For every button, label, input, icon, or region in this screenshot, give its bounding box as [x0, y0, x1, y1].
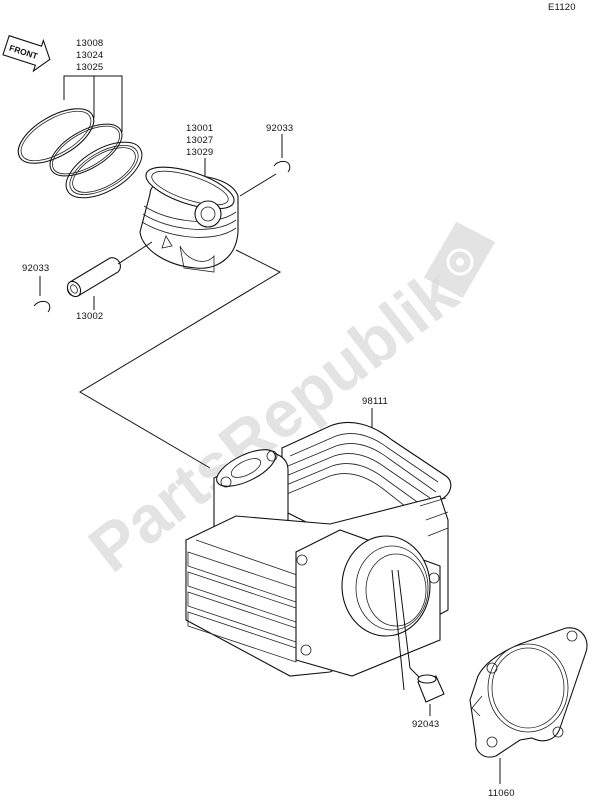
part-number-13025: 13025 [76, 62, 103, 73]
watermark-gear-icon [423, 221, 496, 298]
part-number-13029: 13029 [186, 147, 213, 158]
part-number-92033-right: 92033 [266, 123, 293, 134]
piston [139, 166, 239, 273]
front-arrow-icon: FRONT [2, 34, 51, 73]
part-number-92033-left: 92033 [22, 263, 49, 274]
part-number-92043: 92043 [412, 719, 439, 730]
part-number-13002: 13002 [76, 311, 103, 322]
part-number-11060: 11060 [488, 788, 515, 799]
circlip-right [273, 160, 291, 173]
part-number-13024: 13024 [76, 50, 103, 61]
piston-pin [66, 257, 121, 298]
circlip-left [33, 300, 51, 313]
part-number-13027: 13027 [186, 135, 213, 146]
dowel-pin [417, 674, 445, 703]
part-number-13001: 13001 [186, 123, 213, 134]
part-number-13008: 13008 [76, 38, 103, 49]
cylinder-gasket [469, 627, 588, 758]
diagram-code: E1120 [548, 2, 576, 13]
part-number-98111: 98111 [362, 396, 388, 407]
piston-rings [17, 108, 143, 199]
cylinder-block [185, 421, 452, 677]
rings-label-group: 13008 13024 13025 [63, 38, 123, 132]
